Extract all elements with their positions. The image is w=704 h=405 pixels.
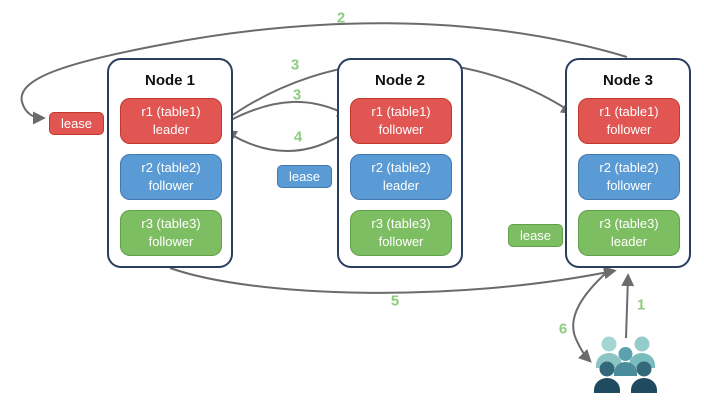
node-2-replica-r3: r3 (table3) follower (350, 210, 452, 256)
replica-role: leader (610, 234, 648, 249)
replica-name: r3 (table3) (141, 216, 201, 232)
users-group-icon (594, 336, 657, 393)
replica-role: follower (378, 234, 424, 249)
replica-name: r3 (table3) (371, 216, 431, 232)
step-label-4: 4 (293, 128, 303, 146)
replica-role: follower (606, 122, 652, 137)
node-1-replica-r1: r1 (table1) leader (120, 98, 222, 144)
node-2-replica-r1: r1 (table1) follower (350, 98, 452, 144)
node-1-replica-r2: r2 (table2) follower (120, 154, 222, 200)
step-label-1: 1 (636, 296, 646, 314)
node-3-replica-r1: r1 (table1) follower (578, 98, 680, 144)
replica-name: r1 (table1) (599, 104, 659, 120)
step-label-6: 6 (558, 320, 568, 338)
replica-role: leader (382, 178, 420, 193)
arrow-3-leader-to-node2-follower (226, 101, 351, 123)
lease-tag-r2: lease (277, 165, 332, 188)
node-1-replica-r3: r3 (table3) follower (120, 210, 222, 256)
node-3-title: Node 3 (602, 72, 653, 89)
step-label-5: 5 (390, 292, 400, 310)
node-3-replica-r3: r3 (table3) leader (578, 210, 680, 256)
replica-name: r2 (table2) (599, 160, 659, 176)
arrow-4-node2-ack-to-leader (223, 129, 348, 152)
node-2-replica-r2: r2 (table2) leader (350, 154, 452, 200)
replica-role: follower (148, 178, 194, 193)
arrow-5-node1-to-node3 (169, 266, 617, 294)
node-1-title: Node 1 (144, 72, 195, 89)
step-label-2: 2 (336, 9, 346, 27)
replica-name: r2 (table2) (141, 160, 201, 176)
replica-name: r2 (table2) (371, 160, 431, 176)
lease-tag-r3: lease (508, 224, 563, 247)
node-2-title: Node 2 (374, 72, 425, 89)
step-label-3b: 3 (292, 86, 302, 104)
arrow-6-node3-to-users (572, 271, 608, 363)
node-1: Node 1 r1 (table1) leader r2 (table2) fo… (107, 58, 233, 268)
node-2: Node 2 r1 (table1) follower r2 (table2) … (337, 58, 463, 268)
arrow-1-users-to-node3 (621, 273, 635, 339)
replica-name: r1 (table1) (371, 104, 431, 120)
replica-name: r3 (table3) (599, 216, 659, 232)
replica-role: follower (148, 234, 194, 249)
replica-role: leader (152, 122, 190, 137)
node-3: Node 3 r1 (table1) follower r2 (table2) … (565, 58, 691, 268)
step-label-3a: 3 (290, 56, 300, 74)
replica-name: r1 (table1) (141, 104, 201, 120)
replica-role: follower (378, 122, 424, 137)
lease-tag-r1: lease (49, 112, 104, 135)
arrow-2-node3-to-lease1 (20, 22, 628, 125)
replica-role: follower (606, 178, 652, 193)
node-3-replica-r2: r2 (table2) follower (578, 154, 680, 200)
